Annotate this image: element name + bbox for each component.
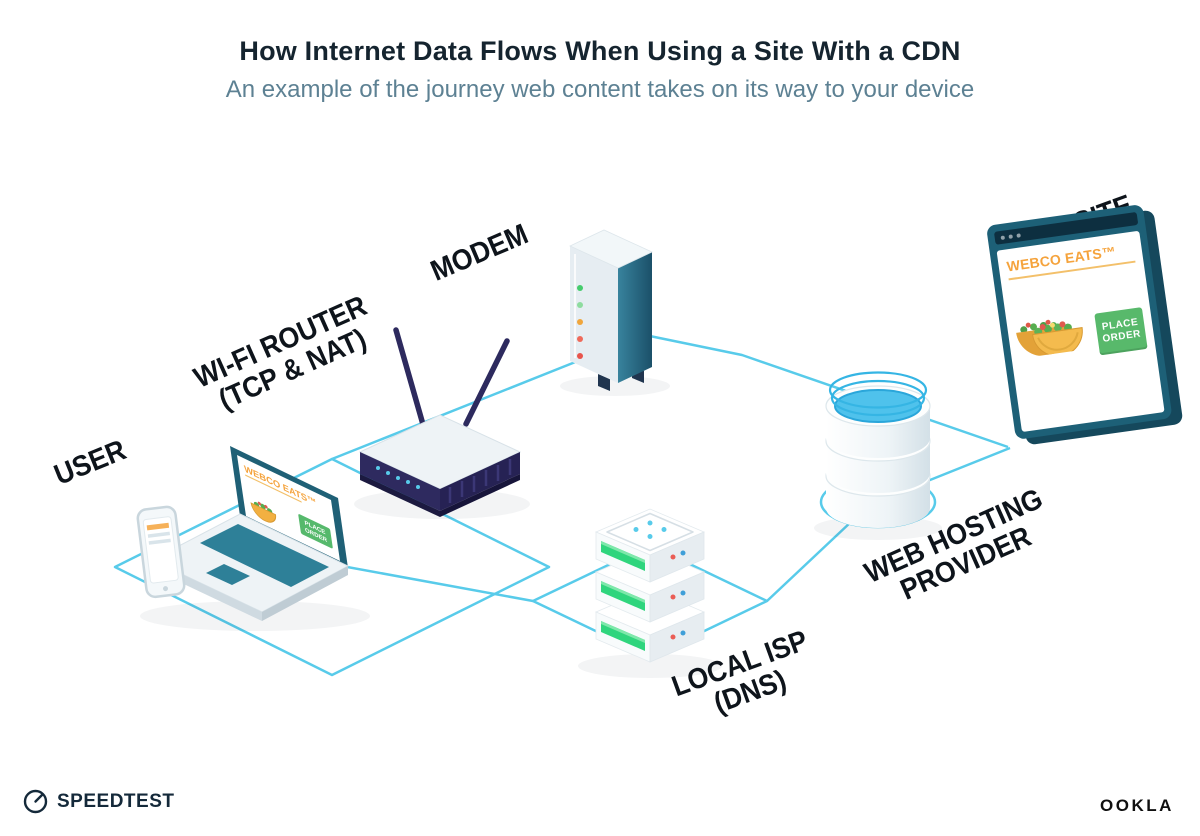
user-isp-line (319, 560, 534, 603)
router-antenna-left (393, 327, 427, 431)
speedtest-logo: SPEEDTEST (22, 788, 174, 815)
speedtest-gauge-icon (23, 789, 48, 814)
laptop-trackpad (206, 564, 250, 585)
page-title: How Internet Data Flows When Using a Sit… (239, 36, 961, 66)
server-top-leds (633, 520, 667, 539)
hosting-website-line (919, 446, 1011, 486)
modem-leds (577, 285, 583, 359)
hosting-database (814, 371, 942, 540)
laptop-screen: WEBCO EATS™ PLACE ORDER (237, 455, 341, 561)
website-window: WEBCO EATS™ PLACE ORDER (986, 204, 1173, 440)
laptop-keyboard (200, 524, 329, 587)
user-phone (136, 505, 186, 599)
website-brand: WEBCO EATS™ (1005, 240, 1136, 281)
ookla-wordmark: OOKLA (1100, 796, 1174, 815)
router-leds (376, 466, 420, 489)
modem-website-line (639, 332, 1009, 449)
wifi-router (354, 327, 530, 519)
taco-icon (250, 501, 277, 523)
isp-server (578, 508, 722, 678)
taco-icon (1016, 319, 1083, 357)
website-screen: WEBCO EATS™ PLACE ORDER (996, 230, 1165, 432)
user-laptop: WEBCO EATS™ PLACE ORDER (140, 446, 370, 631)
browser-dots-icon (1000, 235, 1005, 240)
router-antenna-right (463, 338, 510, 427)
isp-hosting-line (766, 520, 853, 602)
place-order-button: PLACE ORDER (1094, 307, 1148, 356)
laptop-order-button (298, 514, 333, 549)
page-subtitle: An example of the journey web content ta… (225, 76, 975, 103)
speedtest-wordmark: SPEEDTEST (57, 790, 175, 812)
modem (560, 229, 670, 396)
